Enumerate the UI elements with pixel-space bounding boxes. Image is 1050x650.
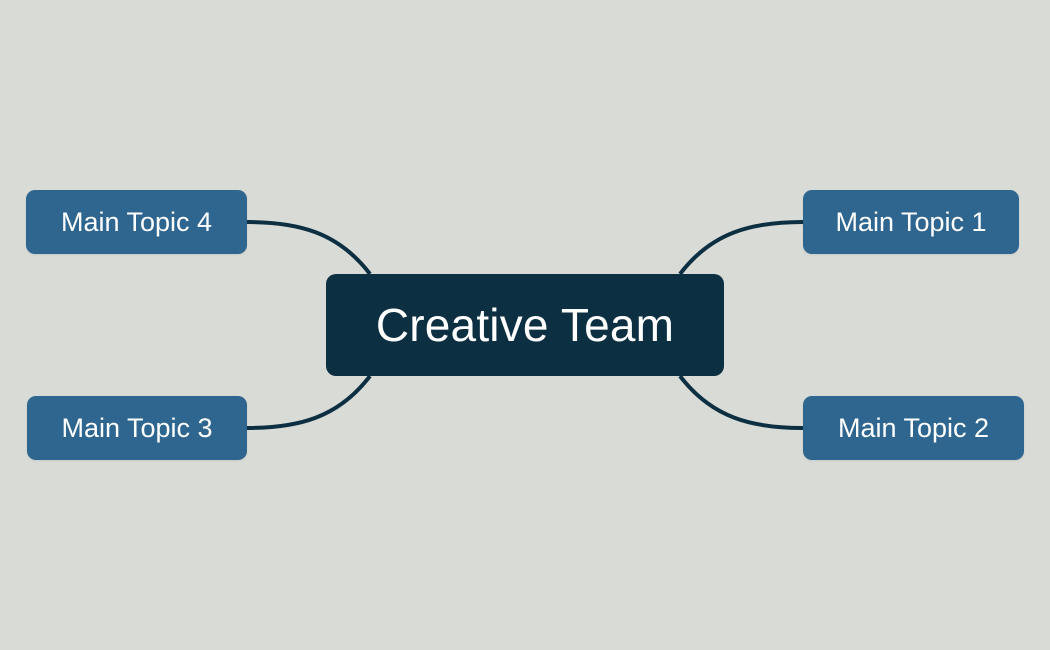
main-topic-1-label: Main Topic 1	[835, 206, 987, 237]
main-topic-2-label: Main Topic 2	[837, 412, 990, 443]
connector-topic-4	[246, 220, 372, 276]
main-topic-4-label: Main Topic 4	[60, 206, 213, 237]
main-topic-2-node[interactable]: Main Topic 2	[803, 396, 1024, 460]
connector-topic-1	[678, 220, 804, 276]
central-topic-label: Creative Team	[375, 299, 675, 351]
connector-topic-3	[246, 374, 372, 430]
main-topic-3-label: Main Topic 3	[61, 412, 213, 443]
connector-topic-2	[678, 374, 804, 430]
central-topic-node[interactable]: Creative Team	[326, 274, 724, 376]
main-topic-4-node[interactable]: Main Topic 4	[26, 190, 247, 254]
main-topic-1-node[interactable]: Main Topic 1	[803, 190, 1019, 254]
main-topic-3-node[interactable]: Main Topic 3	[27, 396, 247, 460]
